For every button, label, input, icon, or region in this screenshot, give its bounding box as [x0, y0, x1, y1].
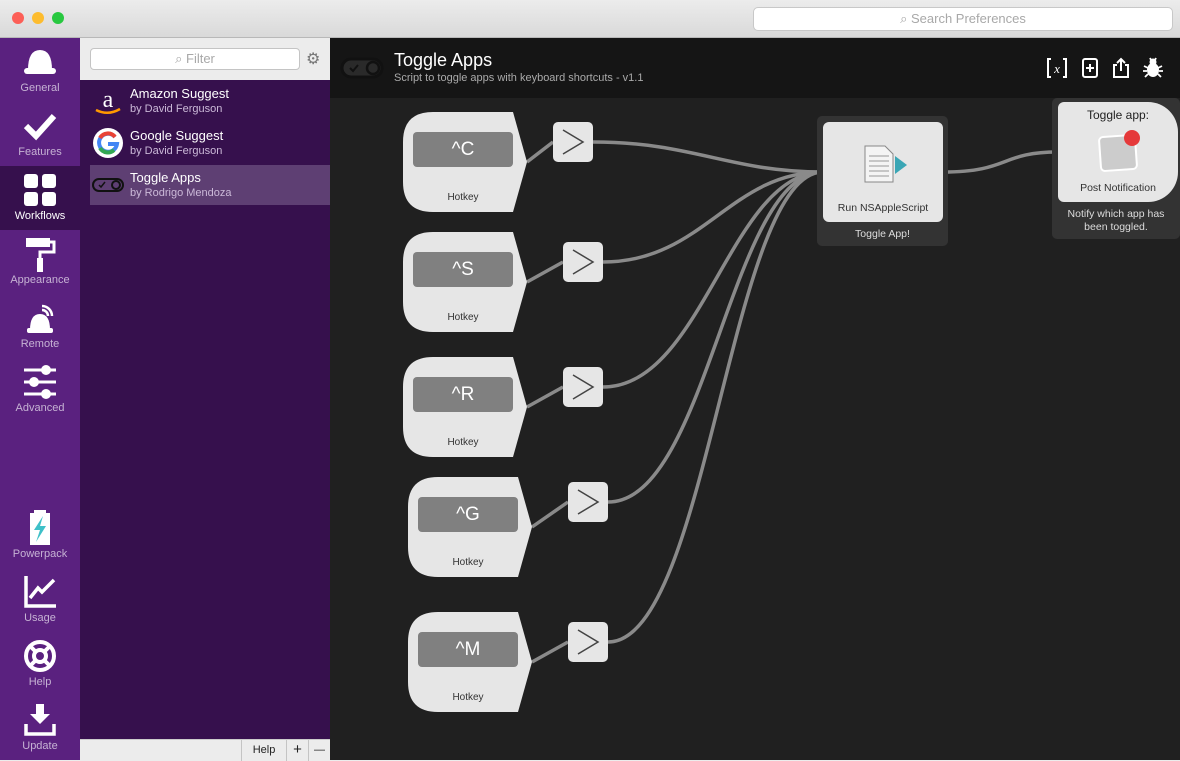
- hotkey-combo: ^R: [413, 377, 513, 412]
- minimize-button[interactable]: [32, 12, 44, 24]
- svg-text:a: a: [103, 87, 114, 113]
- search-icon: ⌕: [900, 11, 911, 26]
- google-logo-icon: [93, 128, 123, 158]
- filter-input[interactable]: ⌕ Filter: [90, 48, 300, 70]
- chart-icon: [24, 576, 56, 608]
- hotkey-combo: ^C: [413, 132, 513, 167]
- post-notification-node[interactable]: Toggle app: Post Notification Notify whi…: [1052, 98, 1180, 239]
- workflow-title: Toggle Apps: [394, 50, 493, 70]
- hat-icon: [24, 50, 56, 74]
- hotkey-combo: ^G: [418, 497, 518, 532]
- nav-update[interactable]: Update: [0, 696, 80, 760]
- toggle-icon: [340, 57, 384, 79]
- nav-advanced[interactable]: Advanced: [0, 358, 80, 422]
- zoom-button[interactable]: [52, 12, 64, 24]
- connection-wire[interactable]: [526, 260, 564, 284]
- lifebuoy-icon: [24, 640, 56, 672]
- connection-modifier-button[interactable]: [563, 242, 603, 282]
- checkmark-icon: [23, 113, 57, 141]
- nav-help[interactable]: Help: [0, 632, 80, 696]
- hotkey-node[interactable]: ^G Hotkey: [408, 477, 532, 577]
- chevron-right-icon: [577, 489, 600, 515]
- svg-text:x: x: [1053, 61, 1060, 76]
- nav-remote[interactable]: Remote: [0, 294, 80, 358]
- amazon-logo-icon: a: [95, 87, 121, 114]
- connection-wire[interactable]: [602, 170, 824, 389]
- nav-general[interactable]: General: [0, 38, 80, 102]
- sliders-icon: [24, 365, 56, 399]
- connection-wire[interactable]: [525, 140, 555, 164]
- connection-modifier-button[interactable]: [553, 122, 593, 162]
- connection-wire[interactable]: [592, 140, 824, 174]
- connection-wire[interactable]: [526, 385, 564, 409]
- connection-wire[interactable]: [607, 170, 824, 644]
- paint-roller-icon: [26, 238, 56, 272]
- gear-icon[interactable]: ⚙: [306, 51, 321, 68]
- applescript-document-icon: [864, 145, 907, 183]
- hotkey-node[interactable]: ^C Hotkey: [403, 112, 527, 212]
- connection-wire[interactable]: [602, 170, 824, 264]
- search-preferences-input[interactable]: ⌕ Search Preferences: [753, 7, 1173, 31]
- add-workflow-button[interactable]: +: [286, 740, 308, 761]
- search-icon: ⌕: [175, 51, 186, 66]
- chevron-right-icon: [577, 629, 600, 655]
- nav-appearance[interactable]: Appearance: [0, 230, 80, 294]
- grid-icon: [24, 174, 56, 206]
- run-nsapplescript-node[interactable]: Run NSAppleScript Toggle App!: [817, 116, 948, 246]
- battery-bolt-icon: [30, 510, 50, 545]
- remote-icon: [27, 304, 54, 333]
- workflow-editor: Toggle Apps Script to toggle apps with k…: [330, 38, 1180, 760]
- download-icon: [24, 704, 56, 736]
- preferences-sidebar: General Features Workflows Appearance Re…: [0, 38, 80, 760]
- workflow-subtitle: Script to toggle apps with keyboard shor…: [394, 72, 644, 84]
- remove-workflow-button[interactable]: —: [308, 740, 330, 761]
- connection-wire[interactable]: [607, 170, 824, 504]
- connection-wire[interactable]: [942, 150, 1059, 174]
- hotkey-node[interactable]: ^R Hotkey: [403, 357, 527, 457]
- chevron-right-icon: [562, 129, 585, 155]
- share-icon[interactable]: [1110, 57, 1132, 79]
- nav-usage[interactable]: Usage: [0, 568, 80, 632]
- filter-bar: ⌕ Filter ⚙: [80, 38, 330, 80]
- title-bar: ⌕ Search Preferences: [0, 0, 1180, 38]
- nav-features[interactable]: Features: [0, 102, 80, 166]
- variables-icon[interactable]: x: [1046, 57, 1068, 79]
- connection-wire[interactable]: [531, 640, 569, 664]
- hotkey-node[interactable]: ^S Hotkey: [403, 232, 527, 332]
- hotkey-node[interactable]: ^M Hotkey: [408, 612, 532, 712]
- connection-modifier-button[interactable]: [563, 367, 603, 407]
- help-button[interactable]: Help: [241, 740, 286, 761]
- chevron-right-icon: [572, 374, 595, 400]
- add-object-icon[interactable]: [1079, 57, 1101, 79]
- close-button[interactable]: [12, 12, 24, 24]
- chevron-right-icon: [572, 249, 595, 275]
- nav-powerpack[interactable]: Powerpack: [0, 504, 80, 568]
- hotkey-combo: ^M: [418, 632, 518, 667]
- list-bottom-bar: Help + —: [80, 739, 330, 761]
- nav-workflows[interactable]: Workflows: [0, 166, 80, 230]
- toggle-icon: [92, 178, 124, 192]
- hotkey-combo: ^S: [413, 252, 513, 287]
- workflow-header: Toggle Apps Script to toggle apps with k…: [330, 38, 1180, 98]
- connection-wire[interactable]: [531, 500, 569, 529]
- notification-icon: [1098, 130, 1140, 172]
- connection-modifier-button[interactable]: [568, 622, 608, 662]
- connection-modifier-button[interactable]: [568, 482, 608, 522]
- debug-bug-icon[interactable]: [1142, 57, 1164, 79]
- connection-wires: [525, 140, 1059, 664]
